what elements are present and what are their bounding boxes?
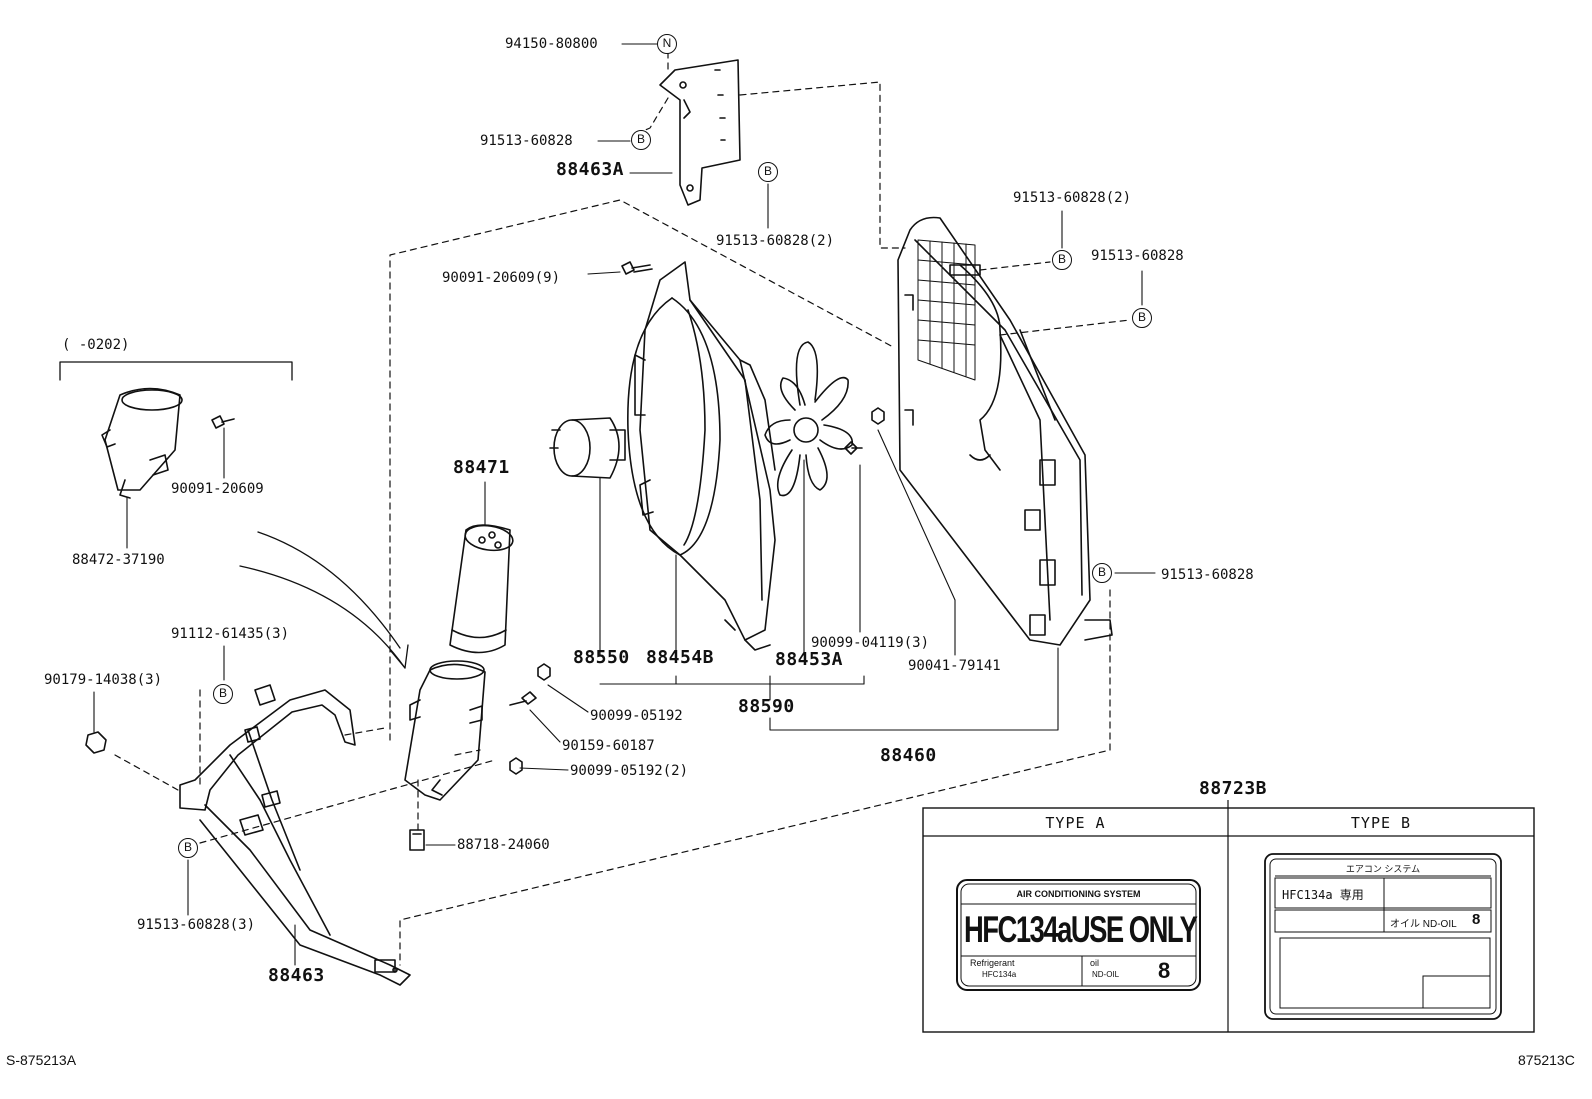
footer-right-code: 875213C bbox=[1518, 1052, 1575, 1068]
curved-arrows bbox=[239, 531, 409, 669]
part-label-90091-20609[interactable]: 90091-20609 bbox=[171, 481, 264, 497]
part-label-91513-60828-2-top[interactable]: 91513-60828(2) bbox=[716, 233, 835, 249]
sticker-a-oil-value: ND-OIL bbox=[1092, 970, 1120, 979]
date-range-label: ( -0202) bbox=[62, 337, 130, 353]
fan-shroud-shape bbox=[627, 261, 776, 651]
range-bracket bbox=[59, 361, 293, 381]
part-label-90041-79141[interactable]: 90041-79141 bbox=[908, 658, 1001, 674]
part-label-88453A[interactable]: 88453A bbox=[775, 649, 844, 670]
sticker-b-oil-label: オイル ND-OIL bbox=[1390, 919, 1457, 930]
part-label-91513-60828-right2[interactable]: 91513-60828 bbox=[1161, 567, 1254, 583]
sticker-a-refrigerant-label: Refrigerant bbox=[970, 958, 1015, 968]
bracket-88463A-shape bbox=[659, 59, 741, 206]
sticker-b-header: エアコン システム bbox=[1345, 864, 1421, 874]
part-label-90099-04119-3[interactable]: 90099-04119(3) bbox=[811, 635, 930, 651]
small-fasteners bbox=[85, 261, 885, 851]
part-label-88590[interactable]: 88590 bbox=[738, 696, 795, 717]
sticker-a-refrigerant-value: HFC134a bbox=[982, 970, 1017, 979]
sticker-b-oil-number: 8 bbox=[1472, 911, 1481, 928]
condenser-shape bbox=[897, 216, 1113, 646]
part-label-90091-20609-9[interactable]: 90091-20609(9) bbox=[442, 270, 561, 286]
part-label-88454B[interactable]: 88454B bbox=[646, 647, 715, 668]
part-label-88723B[interactable]: 88723B bbox=[1199, 778, 1268, 799]
b-badge-condenser-1: B bbox=[1052, 250, 1072, 270]
part-label-90099-05192[interactable]: 90099-05192 bbox=[590, 708, 683, 724]
label-table bbox=[922, 800, 1535, 1033]
leader-lines bbox=[93, 43, 1156, 966]
part-label-88550[interactable]: 88550 bbox=[573, 647, 630, 668]
sticker-b-refrigerant: HFC134a 専用 bbox=[1282, 888, 1364, 902]
type-b-header: TYPE B bbox=[1350, 814, 1412, 832]
part-label-90179-14038-3[interactable]: 90179-14038(3) bbox=[44, 672, 163, 688]
b-badge-lower-1: B bbox=[213, 684, 233, 704]
part-label-88472-37190[interactable]: 88472-37190 bbox=[72, 552, 165, 568]
receiver-shape bbox=[449, 524, 514, 654]
fan-motor-shape bbox=[549, 417, 626, 479]
part-label-88463[interactable]: 88463 bbox=[268, 965, 325, 986]
fan-blade-shape bbox=[764, 341, 854, 497]
condenser-grid bbox=[917, 239, 976, 381]
b-badge-bracket: B bbox=[758, 162, 778, 182]
b-badge-condenser-3: B bbox=[1092, 563, 1112, 583]
part-label-88471[interactable]: 88471 bbox=[453, 457, 510, 478]
part-label-91513-60828-top[interactable]: 91513-60828 bbox=[480, 133, 573, 149]
b-badge-top: B bbox=[631, 130, 651, 150]
part-label-91513-60828-3[interactable]: 91513-60828(3) bbox=[137, 917, 256, 933]
sticker-a-oil-label: oil bbox=[1090, 958, 1100, 968]
part-label-88460[interactable]: 88460 bbox=[880, 745, 937, 766]
part-label-88718-24060[interactable]: 88718-24060 bbox=[457, 837, 550, 853]
part-label-90099-05192-2[interactable]: 90099-05192(2) bbox=[570, 763, 689, 779]
sticker-a-oil-number: 8 bbox=[1158, 958, 1171, 983]
part-label-88463A[interactable]: 88463A bbox=[556, 159, 625, 180]
sticker-a-main: HFC134aUSE ONLY bbox=[964, 909, 1198, 950]
b-badge-condenser-2: B bbox=[1132, 308, 1152, 328]
part-label-94150-80800[interactable]: 94150-80800 bbox=[505, 36, 598, 52]
sticker-a-header: AIR CONDITIONING SYSTEM bbox=[1016, 889, 1141, 899]
part-label-90159-60187[interactable]: 90159-60187 bbox=[562, 738, 655, 754]
part-label-91513-60828-2-right[interactable]: 91513-60828(2) bbox=[1013, 190, 1132, 206]
part-label-91513-60828-right1[interactable]: 91513-60828 bbox=[1091, 248, 1184, 264]
holder-88472-shape bbox=[101, 387, 183, 499]
b-badge-lower-2: B bbox=[178, 838, 198, 858]
type-a-header: TYPE A bbox=[1045, 814, 1106, 832]
lower-bracket-shape bbox=[179, 684, 411, 986]
footer-left-code: S-875213A bbox=[6, 1052, 77, 1068]
part-label-91112-61435-3[interactable]: 91112-61435(3) bbox=[171, 626, 290, 642]
n-badge: N bbox=[657, 34, 677, 54]
receiver-holder-shape bbox=[404, 660, 486, 801]
